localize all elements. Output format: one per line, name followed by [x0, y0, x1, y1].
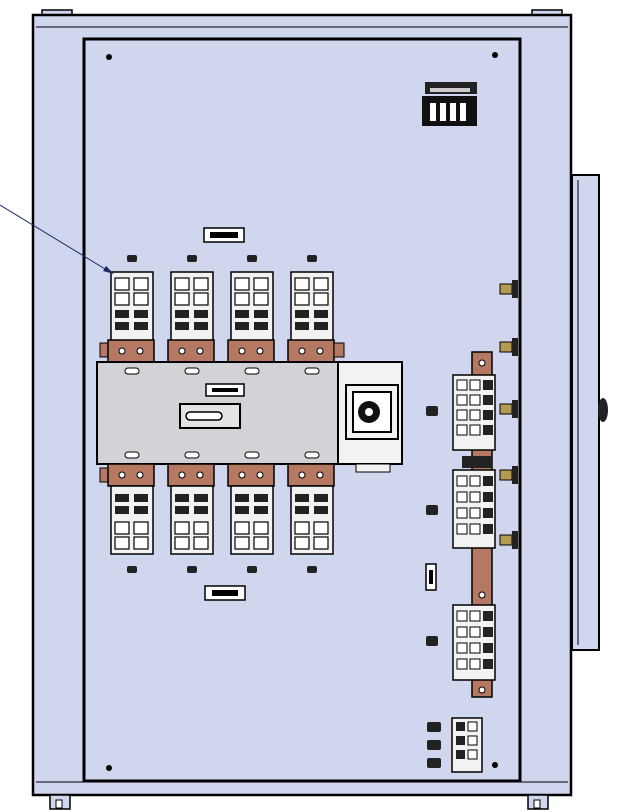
mounting-screws: [106, 52, 498, 771]
small-parts: [425, 406, 438, 646]
side-lugs: [499, 280, 518, 549]
operating-handle: [337, 361, 403, 473]
switch-body: [96, 361, 348, 465]
bottom-feet: [49, 794, 549, 810]
top-pads: [127, 255, 317, 262]
lower-pole-3: [230, 485, 274, 555]
upper-pole-1: [110, 271, 154, 343]
upper-pole-3: [230, 271, 274, 343]
control-terminal-block: [422, 82, 477, 126]
upper-pole-4: [290, 271, 334, 343]
terminal-block-2: [452, 469, 496, 549]
bottom-right-terminals: [427, 717, 483, 773]
lower-pole-4: [290, 485, 334, 555]
annotation-leader: [0, 204, 114, 274]
terminal-block-3: [452, 604, 496, 681]
lower-pole-2: [170, 485, 214, 555]
bottom-pads: [127, 566, 317, 573]
door-handle-knob: [598, 398, 608, 422]
top-label-plate: [203, 227, 245, 243]
terminal-block-1: [452, 374, 496, 468]
door-hinge-rail: [571, 174, 608, 651]
lower-pole-1: [110, 485, 154, 555]
lower-copper-lugs: [99, 463, 335, 487]
lower-pole-terminals: [110, 485, 334, 555]
upper-pole-terminals: [110, 271, 334, 343]
bottom-label-plate: [204, 585, 246, 601]
upper-pole-2: [170, 271, 214, 343]
